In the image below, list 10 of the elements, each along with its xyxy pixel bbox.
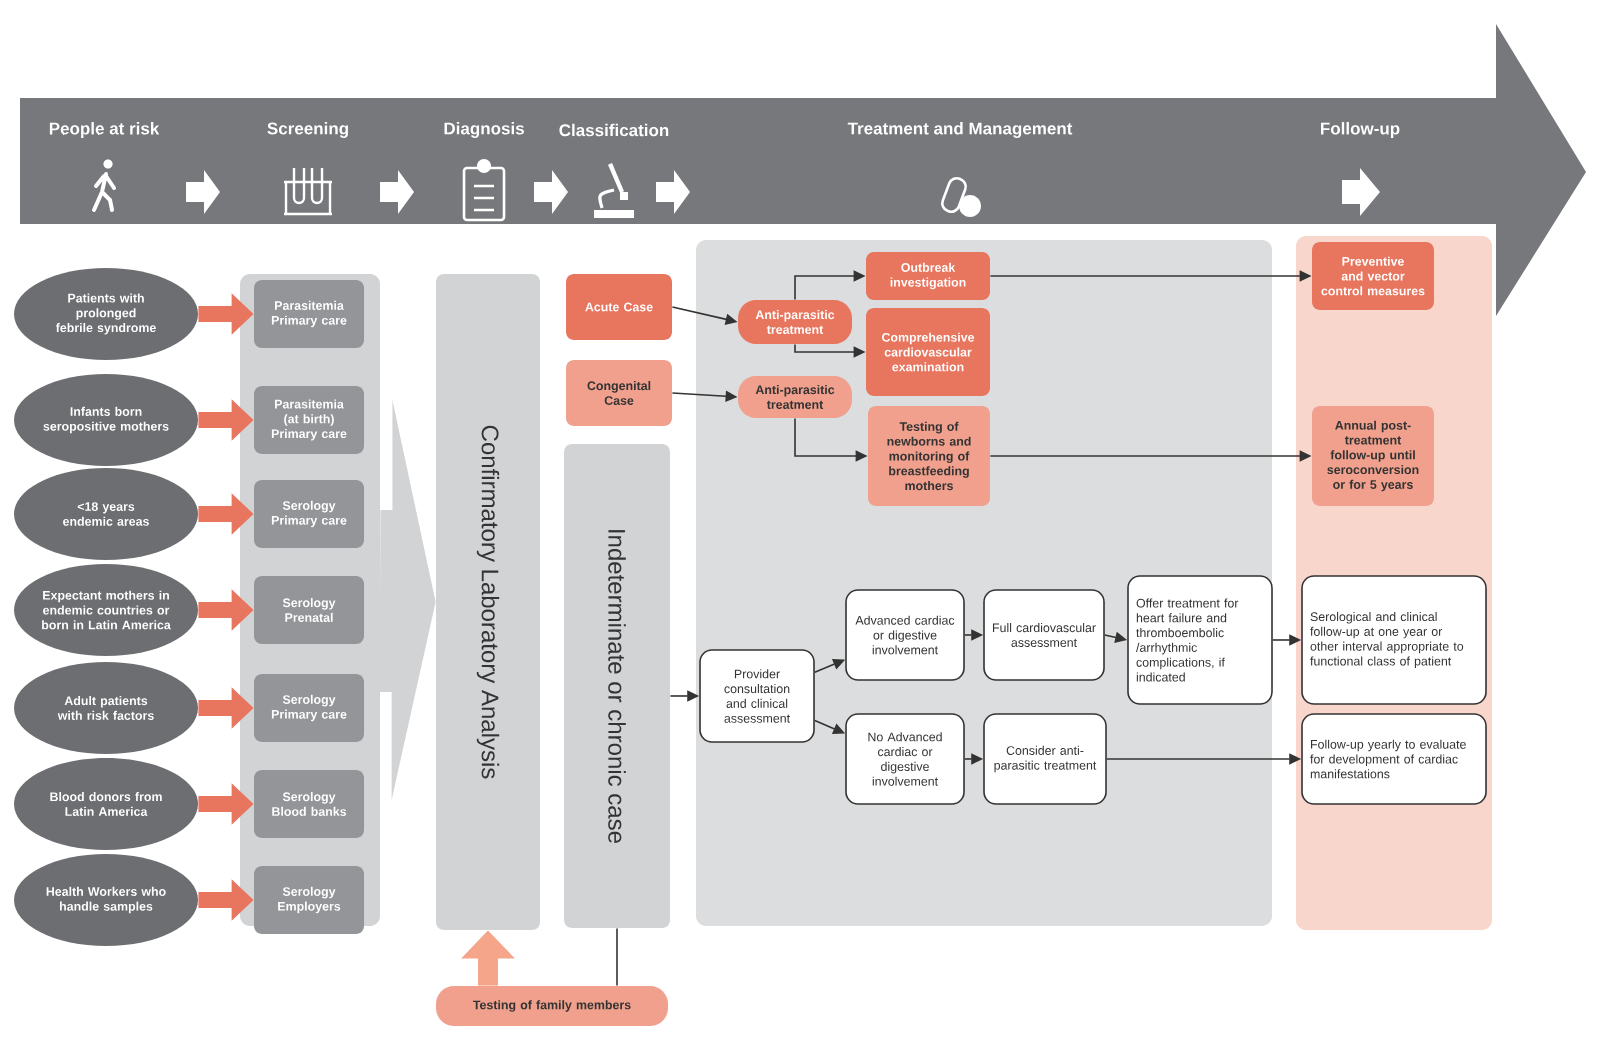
stage-heading: Screening xyxy=(267,122,348,138)
block-arrow xyxy=(379,400,436,800)
stage-heading: Diagnosis xyxy=(444,122,524,138)
stage-heading: Classification xyxy=(559,123,669,137)
stage-heading: People at risk xyxy=(49,122,160,138)
case-column: Indeterminate or chronic case xyxy=(564,444,670,928)
diagnosis-column: Confirmatory Laboratory Analysis xyxy=(436,274,540,930)
connector-line xyxy=(616,927,618,987)
stage-heading: Follow-up xyxy=(1321,122,1400,138)
stage-heading: Treatment and Management xyxy=(847,122,1073,138)
